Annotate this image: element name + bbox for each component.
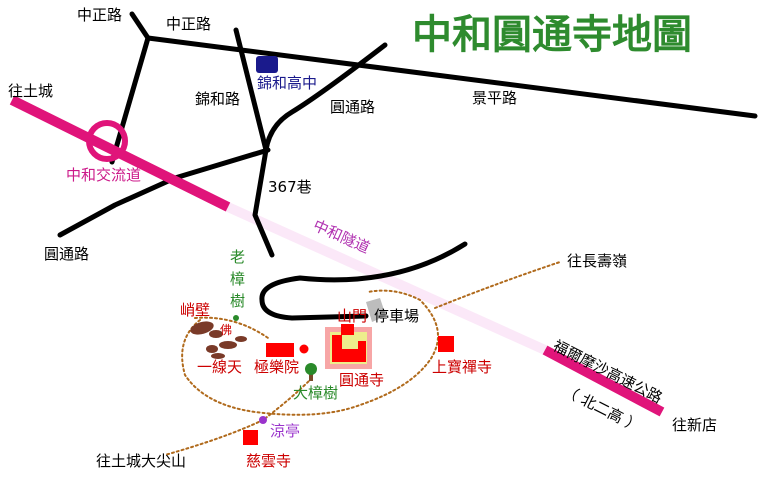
label-parking: 停車場 [374, 307, 419, 325]
rock-2 [209, 330, 223, 338]
label-yixiantian: 一線天 [197, 358, 242, 376]
label-jinhe-rd: 錦和路 [195, 90, 240, 108]
shangbao-temple-marker [438, 336, 454, 352]
label-cliff: 峭壁 [180, 301, 210, 319]
rock-6 [211, 353, 225, 359]
jile-court-dot [299, 344, 309, 354]
label-shangbao-temple: 上寶禪寺 [432, 358, 492, 376]
yuantong-road-lower [57, 147, 271, 238]
trail-network [164, 261, 561, 456]
label-yuantong-rd-1: 圓通路 [330, 98, 375, 116]
yuantong-temple-hall-3 [358, 341, 366, 362]
label-buddha: 佛 [220, 323, 232, 337]
label-old-camphor: 老樟樹 [230, 248, 245, 310]
label-old-camphor-glyph: 老 [230, 248, 245, 266]
lane-367-road [259, 241, 468, 321]
label-mountain-gate: 山門 [337, 307, 367, 325]
interchange-ring [86, 120, 128, 162]
label-yuantong-rd-2: 圓通路 [44, 245, 89, 263]
jinhe-school-marker [256, 56, 278, 73]
cliff-rocks [190, 321, 247, 359]
label-zhongzheng-rd-2: 中正路 [166, 15, 211, 33]
label-jile-court: 極樂院 [254, 358, 299, 376]
label-pavilion: 涼亭 [270, 422, 300, 440]
yuantong-road-upper [263, 42, 388, 153]
rock-3 [219, 341, 237, 349]
map-title: 中和圓通寺地圖 [412, 12, 692, 58]
label-big-camphor: 大樟樹 [293, 384, 338, 402]
pavilion-icon [259, 416, 267, 424]
label-to-tucheng-dajianshan: 往土城大尖山 [96, 452, 186, 470]
parking-area [366, 298, 386, 322]
yuantong-temple-hall-2 [342, 349, 358, 362]
zhongzheng-road-branch [129, 11, 151, 41]
label-to-changshouling: 往長壽嶺 [567, 252, 627, 270]
big-camphor-tree-icon [305, 363, 317, 381]
label-old-camphor-glyph: 樟 [230, 270, 245, 288]
trail-loop [181, 289, 439, 416]
jingping-road [145, 35, 758, 119]
zhonghe-tunnel-road [225, 202, 548, 355]
mountain-gate-marker [341, 324, 354, 335]
label-zhongzheng-rd-1: 中正路 [77, 6, 122, 24]
ciyun-temple-marker [243, 430, 258, 445]
label-yuantong-temple: 圓通寺 [339, 371, 384, 389]
label-to-xindian: 往新店 [672, 416, 717, 434]
jinhe-road [233, 27, 275, 258]
yuantong-temple-hall-1 [332, 335, 342, 362]
trail-west-loop [194, 316, 269, 339]
map-labels: 中正路 中正路 往土城 錦和高中 錦和路 圓通路 景平路 中和交流道 367巷 … [8, 6, 717, 470]
label-ciyun-temple: 慈雲寺 [246, 452, 291, 470]
trail-to-dajianshan [164, 419, 264, 456]
zhongzheng-road-main [109, 35, 151, 165]
label-old-camphor-glyph: 樹 [230, 292, 245, 310]
rock-5 [235, 336, 247, 342]
label-to-tucheng: 往土城 [8, 82, 53, 100]
label-interchange: 中和交流道 [66, 166, 141, 184]
road-network [57, 11, 758, 321]
trail-to-pavilion [262, 377, 313, 421]
label-jinhe-school: 錦和高中 [257, 74, 317, 92]
label-jingping-rd: 景平路 [472, 89, 517, 107]
rock-4 [206, 345, 218, 353]
rock-1 [190, 321, 214, 335]
jile-court-marker [266, 343, 294, 357]
label-lane-367: 367巷 [268, 178, 312, 196]
trail-to-changshouling [434, 261, 561, 309]
expressway-east [542, 345, 665, 417]
old-camphor-tree-icon [233, 315, 239, 321]
